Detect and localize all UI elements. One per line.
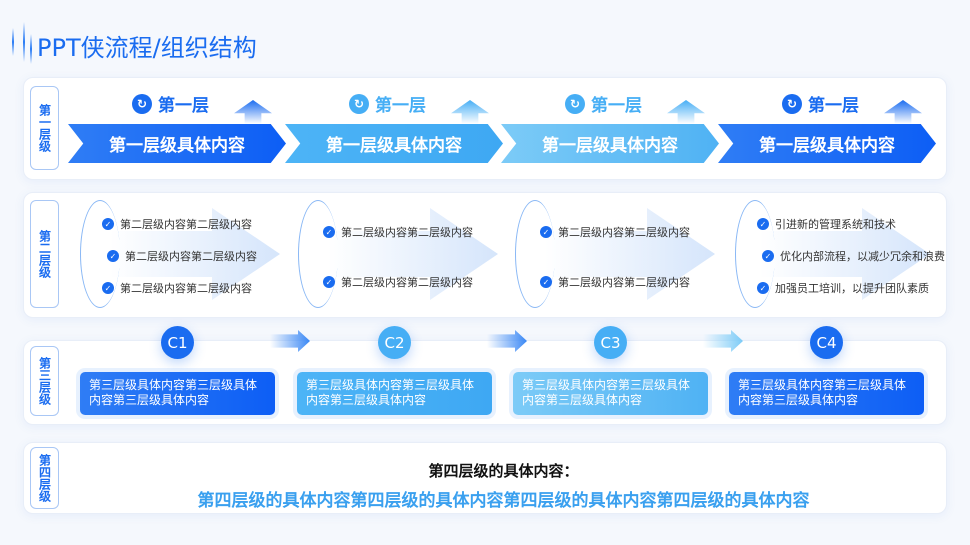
step-badge: C3 [594, 326, 627, 359]
level-3-box: 第三层级具体内容第三层级具体内容第三层级具体内容 [297, 372, 492, 415]
bracket-arc [80, 200, 120, 308]
list-item: ✓ 引进新的管理系统和技术 [757, 216, 896, 232]
check-icon: ✓ [540, 276, 552, 288]
level-1-chevron[interactable]: 第一层级具体内容 [718, 124, 936, 163]
level-1-chevron[interactable]: 第一层级具体内容 [68, 124, 286, 163]
level-3-box: 第三层级具体内容第三层级具体内容第三层级具体内容 [80, 372, 275, 415]
list-item: ✓ 第二层级内容第二层级内容 [323, 274, 473, 290]
list-item: ✓ 优化内部流程，以减少冗余和浪费 [762, 248, 945, 264]
level-1-header: ↻ 第一层 [349, 91, 426, 116]
level-3-box: 第三层级具体内容第三层级具体内容第三层级具体内容 [513, 372, 708, 415]
title-decoration [30, 34, 32, 64]
list-item-text: 第二层级内容第二层级内容 [558, 276, 690, 289]
header-label: 第一层 [158, 96, 209, 116]
check-icon: ✓ [762, 250, 774, 262]
list-item: ✓ 第二层级内容第二层级内容 [102, 280, 252, 296]
level-2-group: ✓ 第二层级内容第二层级内容 ✓ 第二层级内容第二层级内容 [515, 200, 730, 308]
level-label: 第二层级 [30, 200, 59, 308]
level-2-group: ✓ 第二层级内容第二层级内容 ✓ 第二层级内容第二层级内容 ✓ 第二层级内容第二层级内容 [80, 200, 295, 308]
bracket-arc [298, 200, 338, 308]
arrow-right-icon [487, 330, 527, 352]
list-item: ✓ 第二层级内容第二层级内容 [540, 224, 690, 240]
check-icon: ✓ [757, 282, 769, 294]
header-label: 第一层 [375, 96, 426, 116]
list-item-text: 优化内部流程，以减少冗余和浪费 [780, 250, 945, 263]
list-item-text: 第二层级内容第二层级内容 [341, 226, 473, 239]
level-4-heading: 第四层级的具体内容： [428, 462, 579, 480]
title-decoration [23, 22, 25, 62]
level-label: 第一层级 [30, 86, 59, 170]
list-item-text: 引进新的管理系统和技术 [775, 218, 896, 231]
list-item: ✓ 第二层级内容第二层级内容 [540, 274, 690, 290]
level-1-header: ↻ 第一层 [132, 91, 209, 116]
list-item-text: 第二层级内容第二层级内容 [120, 282, 252, 295]
level-3-box: 第三层级具体内容第三层级具体内容第三层级具体内容 [729, 372, 924, 415]
refresh-check-icon: ↻ [565, 93, 585, 114]
check-icon: ✓ [102, 282, 114, 294]
level-4-panel [23, 442, 947, 514]
level-1-chevron[interactable]: 第一层级具体内容 [285, 124, 503, 163]
list-item-text: 第二层级内容第二层级内容 [120, 218, 252, 231]
refresh-check-icon: ↻ [782, 93, 802, 114]
list-item: ✓ 加强员工培训，以提升团队素质 [757, 280, 929, 296]
arrow-right-icon [703, 330, 743, 352]
step-badge: C2 [378, 326, 411, 359]
check-icon: ✓ [102, 218, 114, 230]
refresh-check-icon: ↻ [349, 93, 369, 114]
list-item-text: 第二层级内容第二层级内容 [558, 226, 690, 239]
level-2-group: ✓ 引进新的管理系统和技术 ✓ 优化内部流程，以减少冗余和浪费 ✓ 加强员工培训，以提升团… [735, 200, 950, 308]
list-item: ✓ 第二层级内容第二层级内容 [102, 216, 252, 232]
level-1-header: ↻ 第一层 [565, 91, 642, 116]
header-label: 第一层 [808, 96, 859, 116]
check-icon: ✓ [107, 250, 119, 262]
list-item: ✓ 第二层级内容第二层级内容 [107, 248, 257, 264]
bracket-arc [735, 200, 775, 308]
header-label: 第一层 [591, 96, 642, 116]
level-4-body: 第四层级的具体内容第四层级的具体内容第四层级的具体内容第四层级的具体内容 [197, 491, 810, 511]
level-1-header: ↻ 第一层 [782, 91, 859, 116]
bracket-arc [515, 200, 555, 308]
level-1-chevron[interactable]: 第一层级具体内容 [501, 124, 719, 163]
check-icon: ✓ [757, 218, 769, 230]
list-item-text: 加强员工培训，以提升团队素质 [775, 282, 929, 295]
list-item-text: 第二层级内容第二层级内容 [341, 276, 473, 289]
refresh-check-icon: ↻ [132, 93, 152, 114]
list-item: ✓ 第二层级内容第二层级内容 [323, 224, 473, 240]
title-decoration [12, 28, 14, 56]
check-icon: ✓ [540, 226, 552, 238]
level-label: 第四层级 [30, 447, 59, 509]
check-icon: ✓ [323, 276, 335, 288]
level-2-group: ✓ 第二层级内容第二层级内容 ✓ 第二层级内容第二层级内容 [298, 200, 513, 308]
level-label: 第三层级 [30, 346, 59, 416]
list-item-text: 第二层级内容第二层级内容 [125, 250, 257, 263]
arrow-right-icon [270, 330, 310, 352]
step-badge: C1 [161, 326, 194, 359]
page-title: PPT侠流程/组织结构 [37, 34, 257, 62]
step-badge: C4 [810, 326, 843, 359]
check-icon: ✓ [323, 226, 335, 238]
